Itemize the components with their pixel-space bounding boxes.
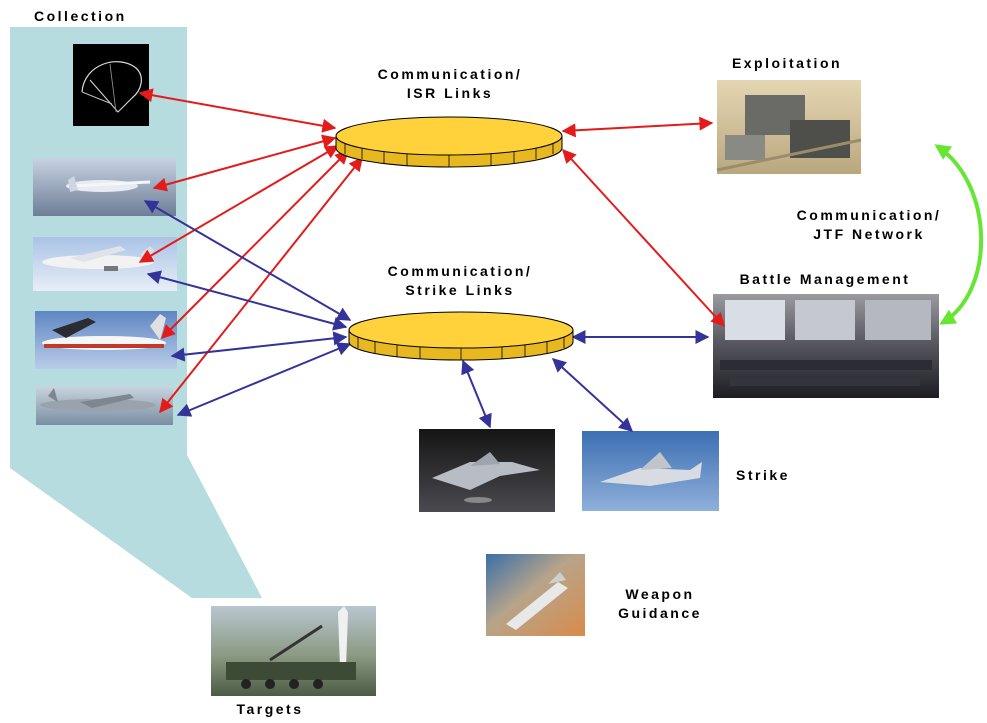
- weapon-guidance-label-line2: Guidance: [618, 605, 702, 621]
- battle-management-label: Battle Management: [739, 271, 911, 287]
- fighter-jet-icon: [582, 431, 719, 511]
- jtf-network-arrow: [934, 144, 984, 325]
- comm-strike-label-line1: Communication/: [387, 263, 533, 279]
- fighter-jet-icon: [419, 429, 555, 512]
- comm-strike-label-line2: Strike Links: [405, 282, 515, 298]
- guided-weapon-icon: [486, 554, 585, 636]
- aircraft-icon: [33, 237, 177, 291]
- facility-icon: [716, 80, 862, 174]
- satellite-icon: [73, 44, 149, 126]
- comm-strike-label: Communication/ Strike Links: [340, 262, 580, 300]
- weapon-guidance-label-line1: Weapon: [625, 586, 695, 602]
- isr-links-hub: [335, 116, 563, 168]
- strike-link-arrows: [143, 200, 710, 432]
- comm-isr-label-line1: Communication/: [377, 66, 523, 82]
- comm-jtf-label: Communication/ JTF Network: [764, 206, 974, 244]
- strike-links-hub: [348, 311, 574, 361]
- collection-label: Collection: [34, 8, 127, 24]
- comm-jtf-label-line1: Communication/: [796, 207, 942, 223]
- comm-isr-label-line2: ISR Links: [406, 85, 494, 101]
- comm-isr-label: Communication/ ISR Links: [330, 65, 570, 103]
- strike-label: Strike: [736, 467, 790, 483]
- aircraft-icon: [36, 386, 173, 425]
- targets-label: Targets: [236, 701, 304, 717]
- command-center-icon: [713, 294, 939, 398]
- missile-launcher-icon: [211, 606, 376, 696]
- aircraft-icon: [35, 311, 177, 369]
- weapon-guidance-label: Weapon Guidance: [600, 585, 720, 623]
- exploitation-label: Exploitation: [731, 55, 843, 71]
- comm-jtf-label-line2: JTF Network: [813, 226, 925, 242]
